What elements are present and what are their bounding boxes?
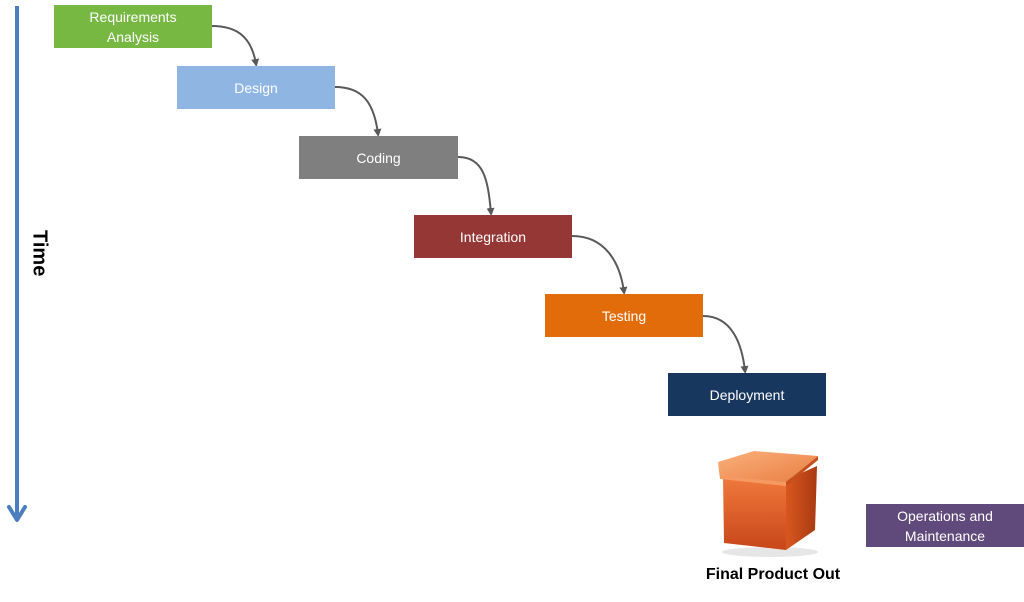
final-product-label: Final Product Out — [705, 566, 841, 583]
time-axis-arrowhead — [7, 505, 27, 522]
stage-label: Testing — [601, 307, 647, 324]
stage-label: Requirements Analysis — [89, 8, 177, 45]
stage-operations-maintenance[interactable]: Operations and Maintenance — [866, 504, 1024, 547]
arrow-design-to-coding — [334, 86, 382, 137]
stage-label: Operations and Maintenance — [897, 507, 993, 544]
stage-design[interactable]: Design — [177, 66, 335, 109]
stage-label: Design — [234, 79, 278, 96]
stage-integration[interactable]: Integration — [414, 215, 572, 258]
stage-label: Coding — [356, 149, 401, 166]
stage-coding[interactable]: Coding — [299, 136, 458, 179]
stage-label: Integration — [459, 228, 527, 245]
stage-deployment[interactable]: Deployment — [668, 373, 826, 416]
arrow-coding-to-integration — [457, 156, 495, 216]
arrow-requirements-to-design — [211, 25, 260, 67]
arrow-integration-to-testing — [571, 235, 628, 295]
time-axis-label: Time — [28, 230, 51, 277]
stage-label: Deployment — [709, 386, 785, 403]
arrow-testing-to-deployment — [702, 315, 749, 374]
stage-requirements-analysis[interactable]: Requirements Analysis — [54, 5, 212, 48]
stage-testing[interactable]: Testing — [545, 294, 703, 337]
box-icon — [718, 451, 818, 557]
